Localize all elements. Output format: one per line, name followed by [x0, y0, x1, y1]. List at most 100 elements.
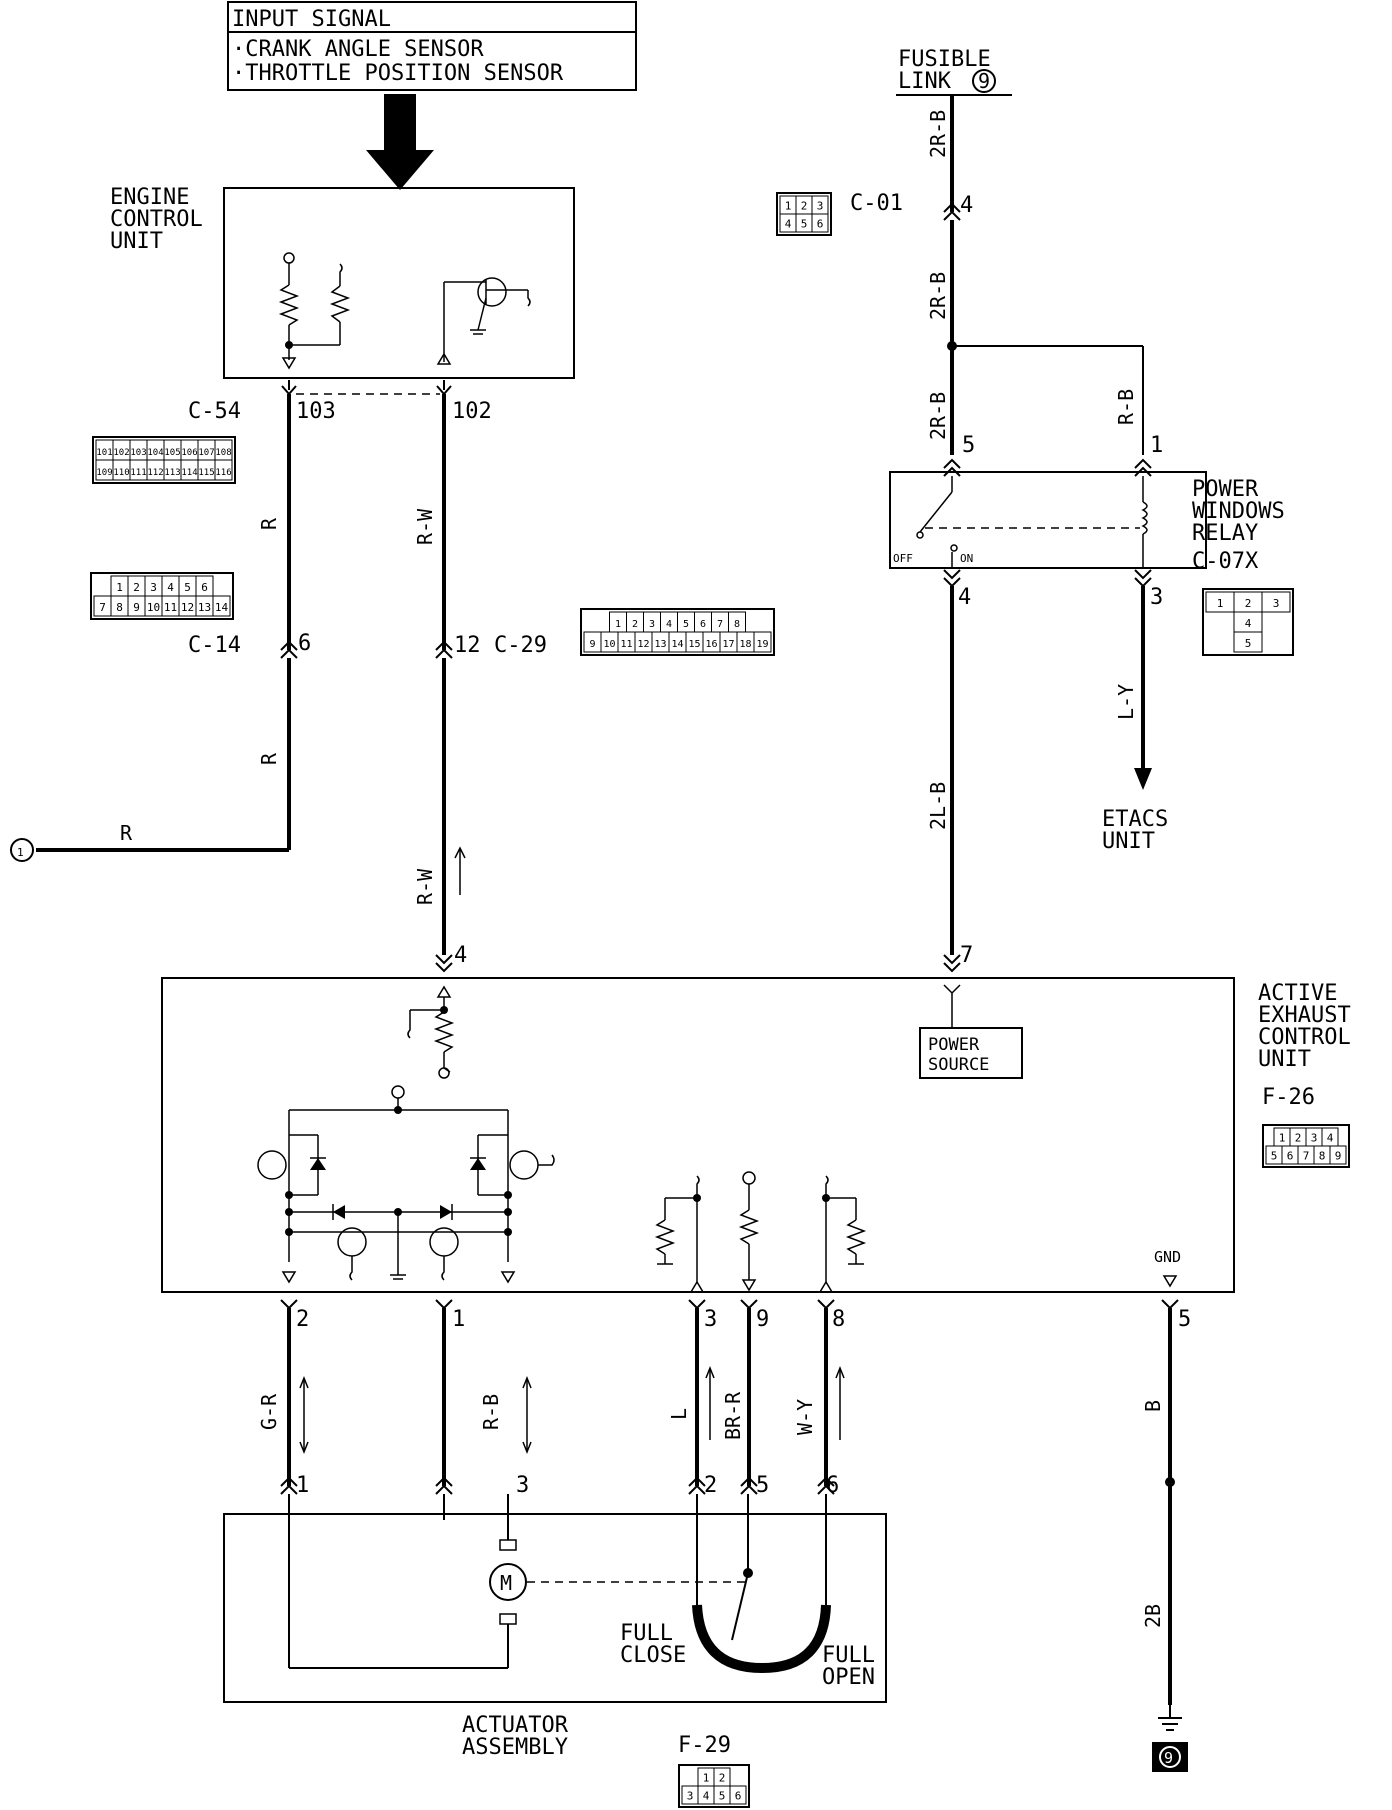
connector-pin: 2: [133, 581, 140, 594]
connector-pin: 116: [215, 468, 231, 478]
engine-control-unit: ENGINE CONTROL UNIT: [110, 185, 575, 379]
connector-pin: 107: [198, 448, 214, 458]
pin-a3: 3: [704, 1307, 717, 1332]
connector-pin: 12: [637, 639, 649, 650]
connector-pin: 103: [130, 448, 146, 458]
connector-pin: 16: [705, 639, 717, 650]
pin-r4: 4: [958, 585, 971, 610]
connector-pin: 102: [113, 448, 129, 458]
actuator-label-1: ACTUATOR: [462, 1713, 569, 1738]
wire-label-brr: BR-R: [721, 1391, 745, 1440]
full-open-label-2: OPEN: [822, 1665, 875, 1690]
wire-label-2rb-3: 2R-B: [926, 392, 950, 440]
connector-pin: 114: [181, 468, 197, 478]
actuator-label-2: ASSEMBLY: [462, 1735, 568, 1760]
connector-c14-label: C-14: [188, 633, 241, 658]
connector-pin: 2: [801, 200, 808, 213]
motor-label: M: [500, 1571, 512, 1595]
wire-label-rw-1: R-W: [413, 508, 437, 545]
connector-pin: 4: [167, 581, 174, 594]
relay-label-1: POWER: [1192, 477, 1259, 502]
connector-pin: 5: [683, 619, 689, 630]
wire-label-ly: L-Y: [1114, 684, 1138, 720]
wire-label-2b: 2B: [1141, 1604, 1165, 1628]
connector-pin: 115: [198, 468, 214, 478]
pin-b1: 1: [296, 1473, 309, 1498]
pin-a8: 8: [832, 1307, 845, 1332]
connector-pin: 105: [164, 448, 180, 458]
connector-pin: 6: [1287, 1150, 1294, 1163]
active-exhaust-control-unit: POWER SOURCE: [161, 977, 1235, 1293]
wire-label-rb-relay: R-B: [1114, 389, 1138, 425]
connector-c54-label: C-54: [188, 399, 241, 424]
connector-pin: 2: [632, 619, 638, 630]
input-arrow: [366, 94, 434, 190]
connector-pin: 9: [133, 601, 140, 614]
connector-pin: 8: [116, 601, 123, 614]
connector-pin: 4: [785, 218, 792, 231]
pin-a4: 4: [454, 943, 467, 968]
connector-c29-label: C-29: [494, 633, 547, 658]
full-open-label-1: FULL: [822, 1643, 875, 1668]
connector-pin: 5: [1271, 1150, 1278, 1163]
connector-pin: 109: [96, 468, 112, 478]
wire-label-2lb: 2L-B: [926, 782, 950, 830]
connector-pin: 101: [96, 448, 112, 458]
connector-pin: 3: [150, 581, 157, 594]
wire-label-l: L: [667, 1408, 691, 1420]
ecu-label-2: CONTROL: [110, 207, 203, 232]
connector-pin: 8: [734, 619, 740, 630]
wire-label-2rb-1: 2R-B: [926, 110, 950, 158]
connector-pin: 13: [654, 639, 666, 650]
fusible-link-number-circle: [972, 69, 996, 93]
connector-pin: 2: [1245, 597, 1252, 610]
ecu-label-3: UNIT: [110, 229, 163, 254]
wire-label-2rb-2: 2R-B: [926, 272, 950, 320]
pin-a9: 9: [756, 1307, 769, 1332]
power-source-box: [919, 1027, 1023, 1079]
connector-pin: 7: [717, 619, 723, 630]
connector-pin: 1: [1279, 1132, 1286, 1145]
pin-a1: 1: [452, 1307, 465, 1332]
pin-a2: 2: [296, 1307, 309, 1332]
full-close-label-2: CLOSE: [620, 1643, 686, 1668]
pin-b2: 2: [704, 1473, 717, 1498]
connector-pin: 2: [719, 1772, 726, 1785]
pin-b6: 6: [826, 1473, 839, 1498]
pin-b3: 3: [516, 1473, 529, 1498]
connector-pin: 1: [116, 581, 123, 594]
wire-label-r-3: R: [120, 821, 133, 845]
fusible-link-label-2: LINK: [898, 69, 952, 94]
connector-pin: 15: [688, 639, 700, 650]
connector-pin: 1: [615, 619, 621, 630]
actuator-assembly: M FULL CLOSE FULL OPEN: [223, 1494, 887, 1703]
connector-pin: 106: [181, 448, 197, 458]
connector-pin: 6: [700, 619, 706, 630]
ref-circle: [10, 838, 34, 862]
connector-pin: 7: [99, 601, 106, 614]
input-signal-item-throttle: ·THROTTLE POSITION SENSOR: [232, 61, 564, 86]
aecu-label-3: CONTROL: [1258, 1025, 1351, 1050]
connector-pin: 4: [1245, 617, 1252, 630]
lower-wiring: [280, 1299, 1182, 1731]
power-source-label-1: POWER: [928, 1035, 980, 1055]
pin-r3: 3: [1150, 585, 1163, 610]
ref-circle-number: 1: [17, 846, 24, 859]
input-signal-title: INPUT SIGNAL: [232, 7, 391, 32]
connector-pin: 14: [215, 601, 229, 614]
connector-pin: 6: [817, 218, 824, 231]
relay-on: ON: [960, 552, 973, 565]
connector-pin: 7: [1303, 1150, 1310, 1163]
fusible-link-number: 9: [978, 69, 990, 93]
connector-pin: 10: [603, 639, 615, 650]
connector-pin: 4: [666, 619, 672, 630]
connector-pin: 19: [756, 639, 768, 650]
connector-pin: 5: [719, 1790, 726, 1803]
wire-label-b: B: [1141, 1400, 1165, 1412]
pin-fl4: 4: [960, 193, 973, 218]
connector-pin: 12: [181, 601, 194, 614]
